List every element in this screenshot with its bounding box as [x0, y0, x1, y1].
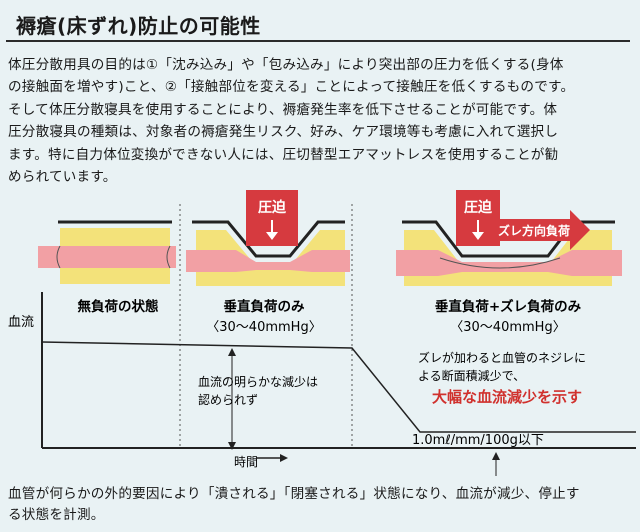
- twisted-vessel: [396, 250, 622, 276]
- time-arrow-icon: [280, 454, 288, 462]
- down-arrow-icon: [266, 232, 278, 240]
- panel-vertical-load: 圧迫: [186, 190, 350, 286]
- pressure-label-2: 圧迫: [464, 199, 493, 216]
- compressed-vessel: [186, 250, 350, 272]
- note1-line1: 血流の明らかな減少は: [198, 374, 318, 389]
- panel-no-load: [38, 220, 176, 284]
- note2-emphasis: 大幅な血流減少を示す: [432, 388, 582, 406]
- panel3-range: 〈30～40mmHg〉: [450, 320, 565, 335]
- panel2-range: 〈30～40mmHg〉: [206, 320, 321, 335]
- threshold-label: 1.0mℓ/mm/100g以下: [412, 433, 544, 448]
- down-arrow-icon-2: [472, 232, 484, 240]
- shear-arrow-icon: [496, 210, 590, 250]
- intro-paragraph: 体圧分散用具の目的は①「沈み込み」や「包み込み」により突出部の圧力を低くする(身…: [8, 57, 575, 186]
- caption: 血管が何らかの外的要因により「潰される」「閉塞される」状態になり、血流が減少、停…: [8, 486, 580, 523]
- page-title: 褥瘡(床ずれ)防止の可能性: [16, 14, 261, 38]
- shear-label: ズレ方向負荷: [498, 223, 570, 238]
- blood-flow-line: [41, 341, 636, 433]
- threshold-arrow-icon: [492, 452, 500, 460]
- note1-line2: 認められず: [198, 392, 258, 407]
- title-bar: 褥瘡(床ずれ)防止の可能性: [6, 6, 630, 42]
- panel-shear-load: 圧迫 ズレ方向負荷: [396, 190, 622, 286]
- panel3-label: 垂直負荷+ズレ負荷のみ: [435, 298, 582, 315]
- blood-vessel: [38, 246, 176, 268]
- panel1-label: 無負荷の状態: [78, 298, 159, 315]
- x-axis-label: 時間: [234, 455, 258, 469]
- note2-line1: ズレが加わると血管のネジレに: [418, 350, 586, 365]
- panel2-label: 垂直負荷のみ: [224, 298, 305, 315]
- y-axis-label: 血流: [8, 315, 34, 330]
- note2-line2: よる断面積減少で、: [418, 368, 525, 383]
- pressure-label-1: 圧迫: [258, 199, 287, 216]
